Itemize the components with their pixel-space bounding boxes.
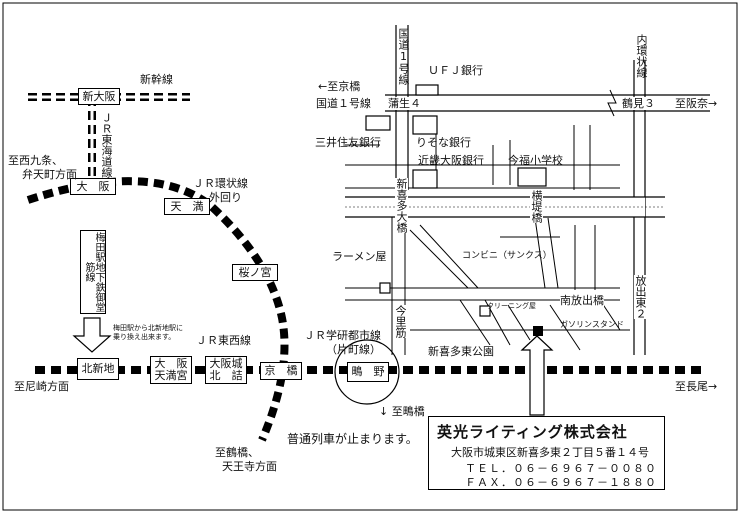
park-label: 新喜多東公園 bbox=[428, 345, 494, 358]
station-kyobashi: 京 橋 bbox=[260, 362, 302, 380]
station-osakajo-kitazume: 大阪城 北 詰 bbox=[205, 356, 247, 384]
umeda-subway-label: 梅田駅地下鉄御堂筋線 bbox=[83, 232, 104, 312]
station-osaka-tenmangu: 大 阪 天満宮 bbox=[150, 356, 192, 384]
station-osaka: 大 阪 bbox=[70, 178, 116, 195]
direction-tennoji: 天王寺方面 bbox=[222, 460, 277, 473]
loop-line-label: ＪＲ環状線 bbox=[193, 177, 248, 190]
ufj-bank-label: ＵＦＪ銀行 bbox=[428, 64, 483, 77]
station-shigino: 鴫 野 bbox=[347, 362, 389, 382]
direction-hannan: 至阪奈→ bbox=[675, 97, 718, 110]
station-kitashinchi: 北新地 bbox=[77, 358, 119, 380]
minami-hanaide-bridge-label: 南放出橋 bbox=[560, 294, 604, 307]
road-break-right bbox=[607, 89, 617, 117]
kinki-osaka-bank-label: 近畿大阪銀行 bbox=[418, 154, 484, 167]
imafuku-school-label: 今福小学校 bbox=[508, 154, 563, 167]
direction-nagao: 至長尾→ bbox=[675, 380, 718, 393]
shinkitajima-bridge-label: 新喜多大橋 bbox=[395, 178, 408, 233]
direction-kyobashi: ←至京橋 bbox=[318, 80, 361, 93]
hanaide-higashi2-label: 放出東２ bbox=[634, 275, 647, 319]
jr-tozai-label: ＪＲ東西線 bbox=[196, 334, 251, 347]
block-marks bbox=[365, 84, 547, 317]
convenience-store-label: コンビニ（サンクス） bbox=[462, 251, 552, 261]
imazato-suji-label: 今里筋 bbox=[394, 305, 407, 338]
company-location-marker bbox=[533, 326, 543, 336]
direction-tsuruhashi: 至鶴橋、 bbox=[215, 446, 259, 459]
company-tel: ＴＥＬ．０６－６９６７－００８０ bbox=[465, 462, 657, 475]
katamachi-label: （片町線） bbox=[326, 343, 381, 356]
jr-loop-line bbox=[26, 177, 289, 442]
station-shin-osaka: 新大阪 bbox=[78, 88, 120, 105]
cleaning-shop-label: クリーニング屋 bbox=[487, 302, 536, 310]
transfer-note-1: 梅田駅から北新地駅に bbox=[113, 324, 183, 332]
station-tenma: 天 満 bbox=[164, 198, 210, 215]
loop-outer-label: 外回り bbox=[209, 191, 242, 204]
ramen-shop-label: ラーメン屋 bbox=[332, 250, 387, 263]
direction-shigino-bridge: ↓ 至鴫橋 bbox=[379, 405, 425, 418]
direction-nishikujo: 至西九条、 bbox=[8, 154, 63, 167]
tsurumi3-label: 鶴見３ bbox=[622, 97, 655, 110]
shinkansen-label: 新幹線 bbox=[140, 73, 173, 86]
gakkentoshi-label: ＪＲ学研都市線 bbox=[304, 329, 381, 342]
umeda-subway-box: 梅田駅地下鉄御堂筋線 bbox=[80, 230, 106, 314]
gas-station-label: ガソリンスタンド bbox=[560, 320, 624, 329]
transfer-note-2: 乗り換え出来ます。 bbox=[113, 333, 176, 341]
yokodutsumi-bridge-label: 横堤橋 bbox=[530, 190, 543, 223]
company-address: 大阪市城東区新喜多東２丁目５番１４号 bbox=[451, 446, 649, 459]
jr-tokaido-label: ＪＲ東海道線 bbox=[100, 112, 113, 178]
company-info-box: 英光ライティング株式会社 大阪市城東区新喜多東２丁目５番１４号 ＴＥＬ．０６－６… bbox=[428, 416, 665, 490]
naikanjo-label: 内環状線 bbox=[635, 34, 648, 78]
station-sakuranomiya: 桜ノ宮 bbox=[232, 264, 278, 281]
river bbox=[345, 196, 665, 218]
gamo4-label: 蒲生４ bbox=[388, 97, 421, 110]
route1-vertical-label: 国道1号線 bbox=[397, 28, 410, 85]
direction-amagasaki: 至尼崎方面 bbox=[14, 380, 69, 393]
mitsui-sumitomo-bank-label: 三井住友銀行 bbox=[315, 136, 381, 149]
shigino-circle bbox=[334, 339, 400, 405]
direction-bentencho: 弁天町方面 bbox=[22, 168, 77, 181]
route1-label: 国道１号線 bbox=[316, 97, 371, 110]
route1-horizontal-road bbox=[385, 94, 710, 112]
company-name: 英光ライティング株式会社 bbox=[437, 423, 628, 441]
transfer-arrow bbox=[72, 317, 112, 353]
company-arrow bbox=[520, 335, 554, 416]
resona-bank-label: りそな銀行 bbox=[416, 136, 471, 149]
company-fax: ＦＡＸ．０６－６９６７－１８８０ bbox=[465, 476, 657, 489]
local-stop-label: 普通列車が止まります。 bbox=[287, 432, 418, 446]
